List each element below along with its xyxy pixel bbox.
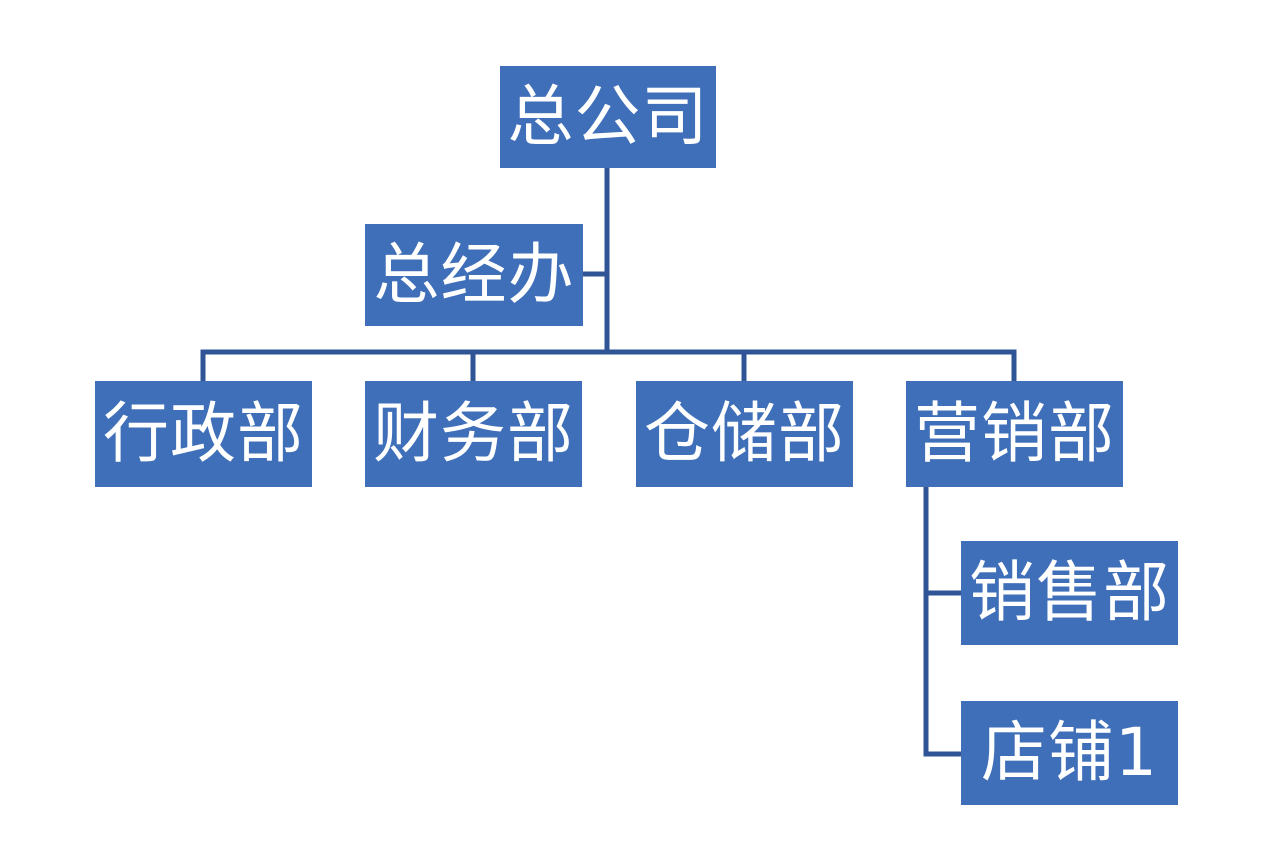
node-finance-department-label: 财务部 (373, 395, 574, 472)
node-store-1: 店铺1 (961, 701, 1178, 805)
node-sales-department-label: 销售部 (969, 554, 1170, 631)
node-marketing-department: 营销部 (906, 381, 1123, 487)
node-store-1-label: 店铺1 (981, 714, 1158, 791)
node-finance-department: 财务部 (365, 381, 582, 487)
node-admin-department: 行政部 (95, 381, 312, 487)
node-sales-department: 销售部 (961, 541, 1178, 645)
node-headquarters: 总公司 (500, 66, 716, 168)
node-headquarters-label: 总公司 (507, 78, 709, 155)
node-warehouse-department-label: 仓储部 (644, 395, 845, 472)
node-general-manager-office: 总经办 (365, 224, 583, 326)
node-marketing-department-label: 营销部 (914, 395, 1115, 472)
node-admin-department-label: 行政部 (103, 395, 304, 472)
node-general-manager-office-label: 总经办 (373, 236, 575, 313)
node-warehouse-department: 仓储部 (636, 381, 853, 487)
